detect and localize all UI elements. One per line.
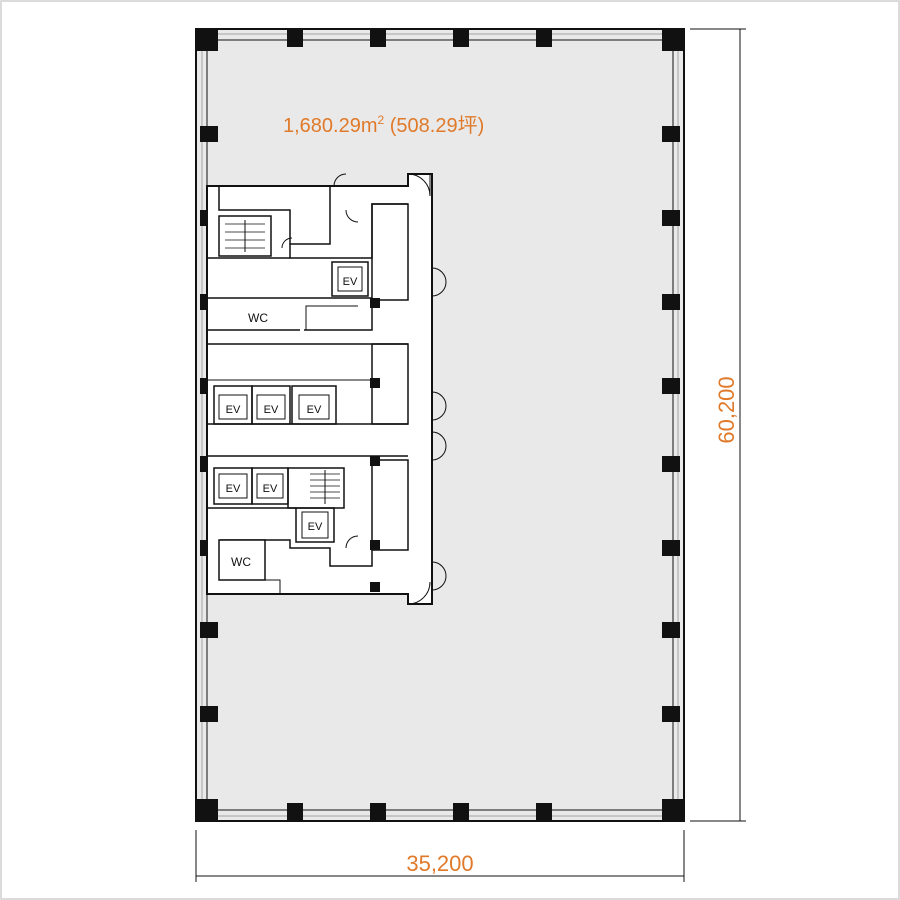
width-dimension: 35,200 bbox=[195, 830, 685, 882]
wc-lower-box bbox=[218, 539, 266, 581]
column-left-8 bbox=[200, 706, 218, 722]
ev-low-2-cab bbox=[256, 473, 284, 499]
ev-low-1-label: EV bbox=[226, 483, 241, 495]
wc-upper-label: WC bbox=[248, 311, 268, 325]
column-right-5 bbox=[662, 456, 680, 472]
ev-mid-2-cab bbox=[256, 394, 286, 420]
column-right-2 bbox=[662, 210, 680, 226]
column-bottom-3 bbox=[453, 803, 469, 821]
ev-low-3-label: EV bbox=[308, 521, 323, 533]
column-right-6 bbox=[662, 540, 680, 556]
column-bottom-1 bbox=[287, 803, 303, 821]
column-right-4 bbox=[662, 378, 680, 394]
column-top-2 bbox=[370, 29, 386, 47]
area-label: 1,680.29m2 (508.29坪) bbox=[283, 113, 484, 137]
wc-lower-label: WC bbox=[231, 555, 251, 569]
ev-mid-2-label: EV bbox=[264, 404, 279, 416]
column-top-4 bbox=[536, 29, 552, 47]
column-left-7 bbox=[200, 622, 218, 638]
ev-mid-3-label: EV bbox=[307, 404, 322, 416]
column-top-3 bbox=[453, 29, 469, 47]
column-corner-br bbox=[662, 799, 684, 821]
core: EV WC EV EV EV EV EV bbox=[206, 173, 447, 605]
column-bottom-2 bbox=[370, 803, 386, 821]
ev-upper-cab bbox=[337, 266, 363, 292]
ev-low-3-box bbox=[295, 507, 335, 543]
height-dimension: 60,200 bbox=[690, 28, 746, 822]
ev-low-2-label: EV bbox=[263, 483, 278, 495]
column-left-1 bbox=[200, 126, 218, 142]
ev-mid-3-cab bbox=[298, 394, 330, 420]
shaft-lower bbox=[371, 459, 409, 551]
column-right-7 bbox=[662, 622, 680, 638]
column-corner-tr bbox=[662, 29, 684, 51]
ev-low-3-cab bbox=[301, 511, 329, 539]
ev-mid-1-cab bbox=[218, 394, 248, 420]
column-corner-bl bbox=[196, 799, 218, 821]
column-top-1 bbox=[287, 29, 303, 47]
exterior-wall-outer bbox=[195, 28, 685, 822]
shaft-upper bbox=[371, 203, 409, 301]
column-right-3 bbox=[662, 294, 680, 310]
column-bottom-4 bbox=[536, 803, 552, 821]
exterior-wall-mid bbox=[201, 33, 679, 817]
ev-low-1-cab bbox=[218, 473, 248, 499]
ev-upper-label: EV bbox=[343, 276, 358, 288]
stair-upper bbox=[218, 215, 272, 257]
height-dimension-label: 60,200 bbox=[714, 376, 739, 443]
column-corner-tl bbox=[196, 29, 218, 51]
column-right-8 bbox=[662, 706, 680, 722]
column-right-1 bbox=[662, 126, 680, 142]
width-dimension-label: 35,200 bbox=[406, 851, 473, 876]
ev-mid-1-label: EV bbox=[226, 404, 241, 416]
ev-upper-box bbox=[331, 261, 369, 297]
